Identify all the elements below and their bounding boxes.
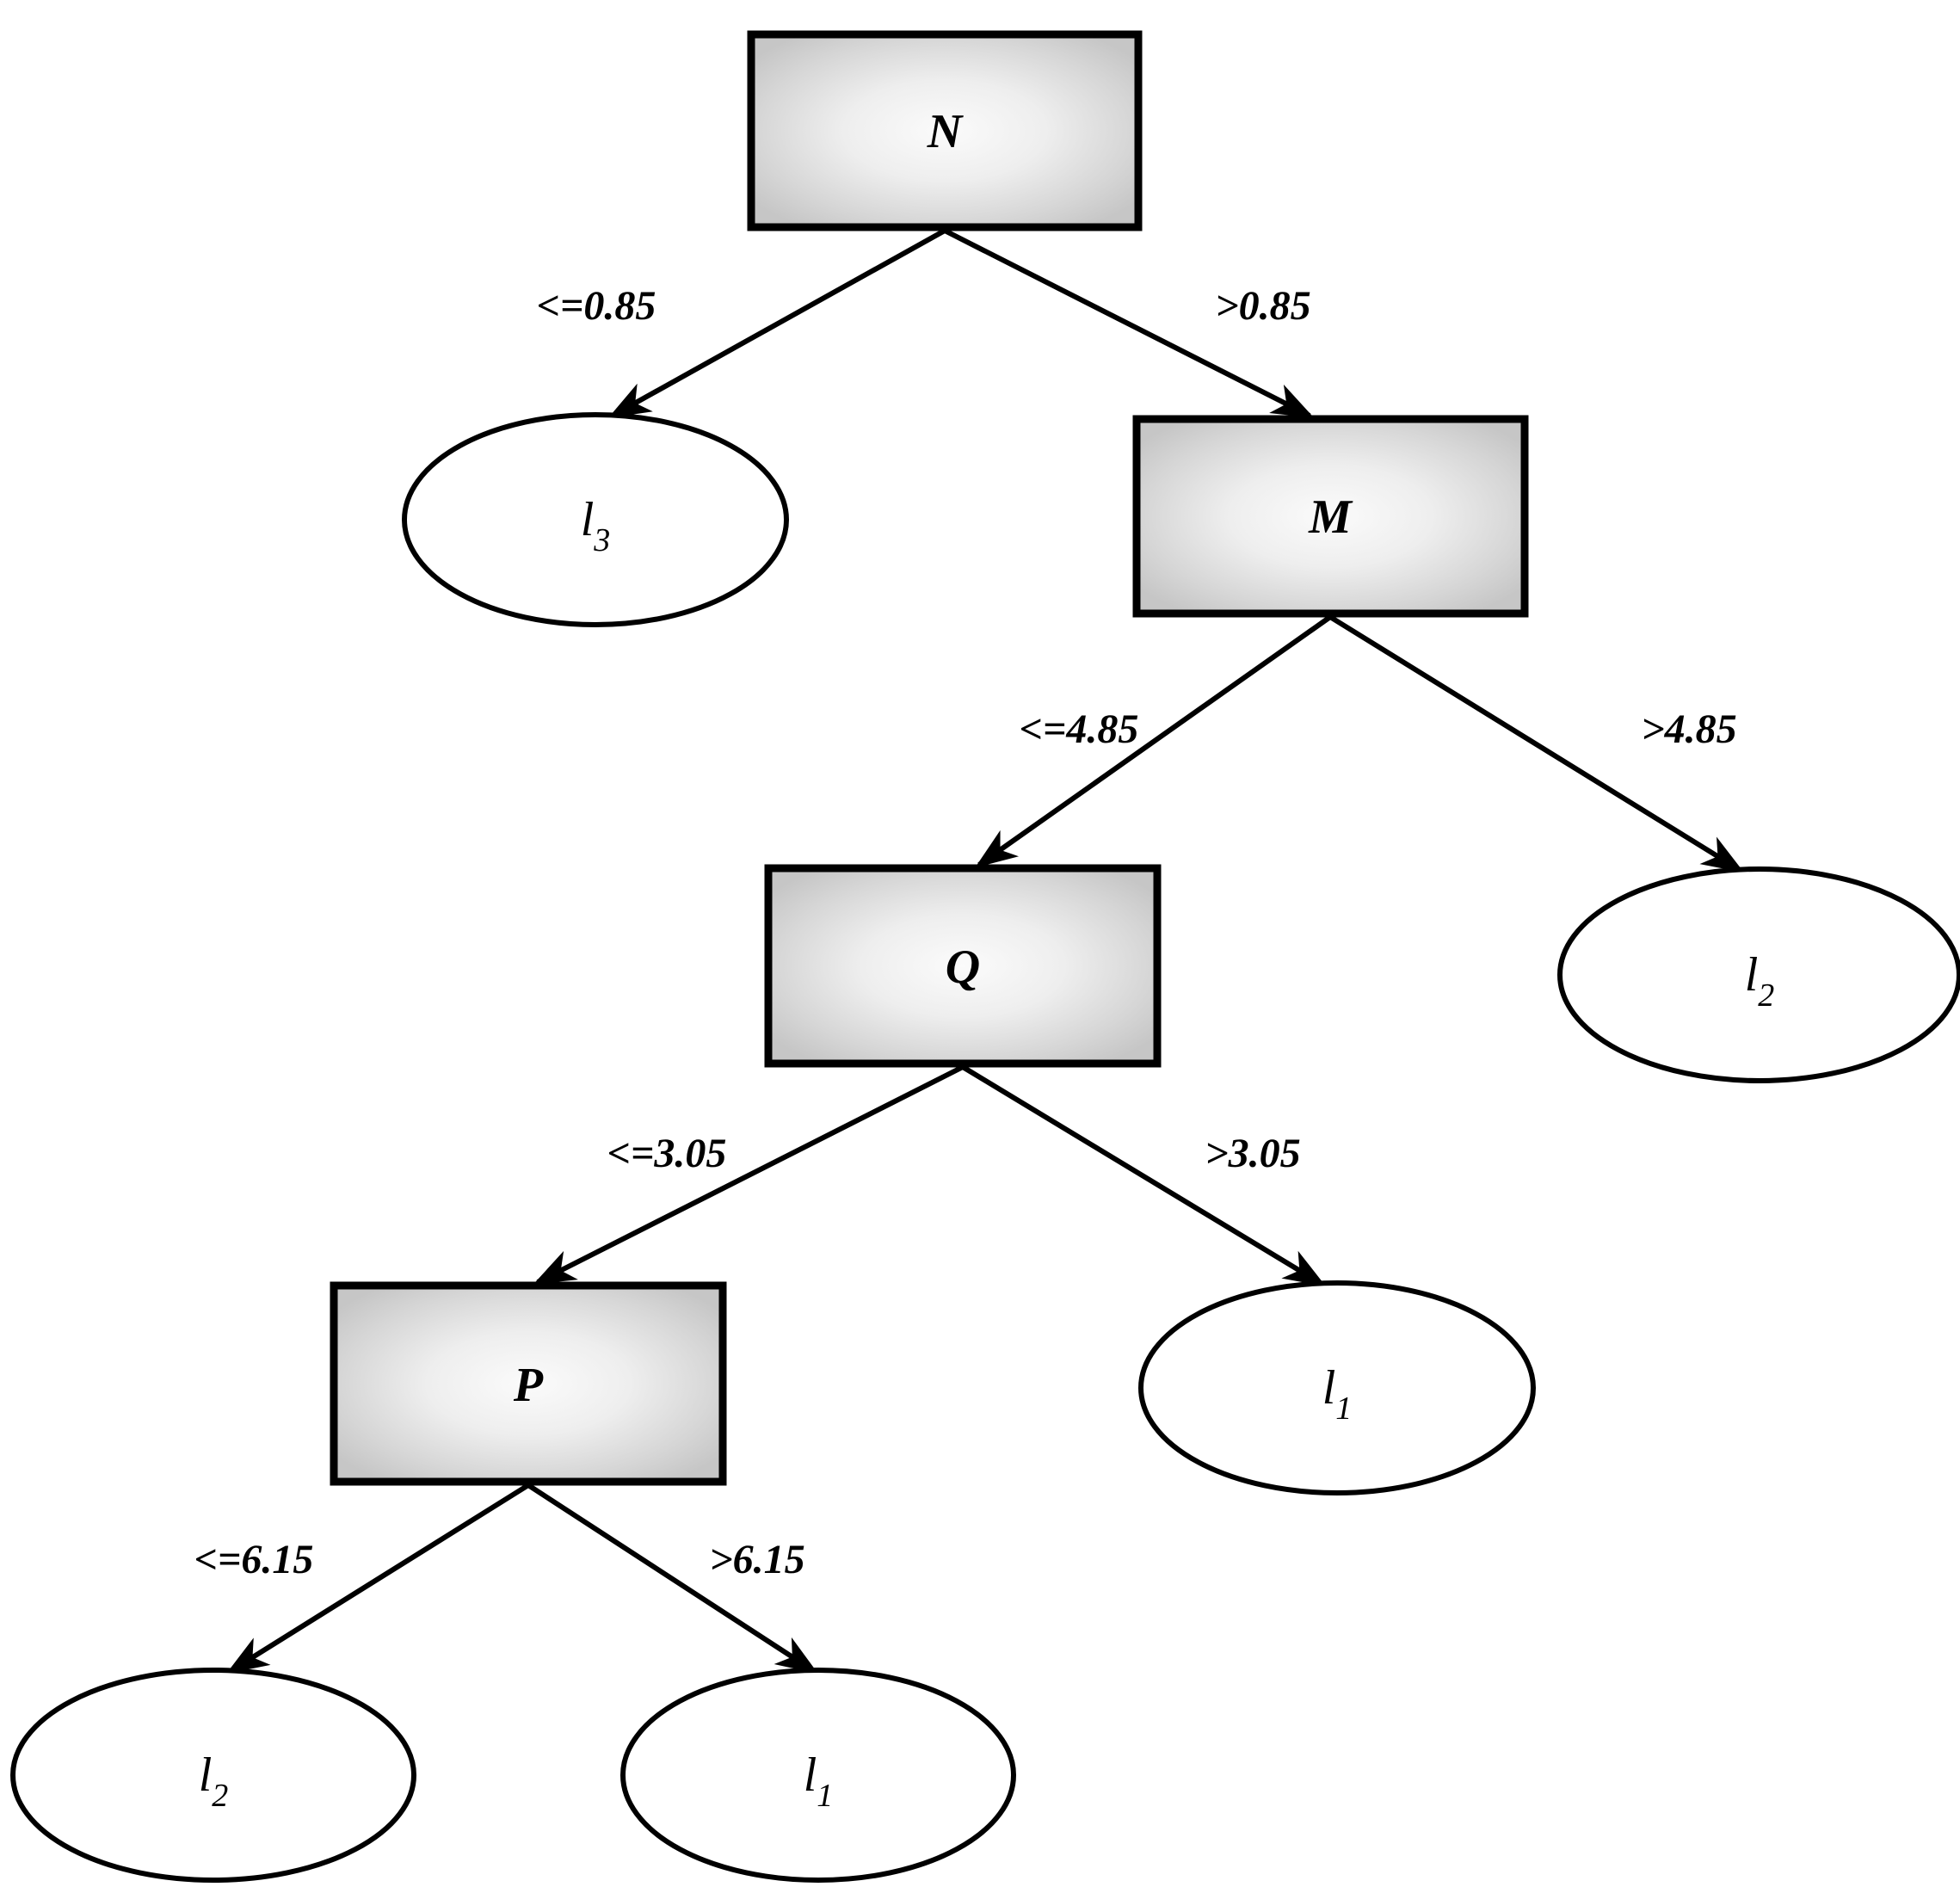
internal-label-q: Q [946,940,980,994]
leaf-label-l1-mid: l1 [1322,1361,1353,1427]
leaf-node-l2-bottom[interactable]: l2 [10,1668,416,1883]
edge-label-m-left: <=4.85 [1020,706,1139,752]
edges-layer [225,228,1745,1674]
internal-label-m: M [1308,490,1353,544]
edge-label-n-left: <=0.85 [537,283,656,329]
edge-label-q-right: >3.05 [1205,1131,1300,1176]
leaf-ellipse-l3 [402,412,789,627]
internal-label-p: P [513,1359,544,1412]
edge-m-to-l2-right [1328,614,1745,873]
internal-rect-m [1132,415,1529,618]
internal-label-n: N [927,105,965,158]
internal-rect-p [330,1281,727,1486]
edge-n-to-m [943,228,1315,418]
leaf-label-l3: l3 [581,493,611,558]
edge-q-to-l1-mid [961,1064,1327,1287]
leaf-ellipse-l1-mid [1138,1280,1536,1495]
leaf-node-l1-mid[interactable]: l1 [1138,1280,1536,1495]
edge-label-n-right: >0.85 [1215,283,1310,329]
edge-p-to-l2-bottom [225,1483,530,1674]
leaf-nodes-layer: l3 l2 l1 l2 [10,412,1960,1883]
leaf-ellipse-l2-bottom [10,1668,416,1883]
edge-label-m-right: >4.85 [1641,706,1736,752]
leaf-node-l2-right[interactable]: l2 [1557,866,1960,1083]
edge-q-to-p [533,1064,965,1285]
edge-label-p-left: <=6.15 [194,1537,314,1582]
edge-labels-layer: <=0.85 >0.85 <=4.85 >4.85 <=3.05 >3.05 <… [194,283,1737,1582]
internal-rect-q [764,864,1162,1068]
internal-rect-n [747,30,1143,231]
edge-p-to-l1-bottom [527,1483,819,1674]
internal-node-p[interactable]: P [330,1281,727,1486]
leaf-ellipse-l1-bottom [620,1668,1016,1883]
leaf-ellipse-l2-right [1557,866,1960,1083]
edge-n-to-l3 [607,228,946,418]
leaf-label-l2-bottom: l2 [199,1748,229,1814]
internal-node-n[interactable]: N [747,30,1143,231]
edge-label-p-right: >6.15 [709,1537,804,1582]
internal-node-q[interactable]: Q [764,864,1162,1068]
internal-nodes-layer: N M Q P [330,30,1529,1486]
internal-node-m[interactable]: M [1132,415,1529,618]
leaf-label-l1-bottom: l1 [804,1748,834,1814]
leaf-node-l3[interactable]: l3 [402,412,789,627]
edge-m-to-q [975,614,1332,868]
leaf-node-l1-bottom[interactable]: l1 [620,1668,1016,1883]
edge-label-q-left: <=3.05 [607,1131,727,1176]
leaf-label-l2-right: l2 [1745,948,1775,1014]
